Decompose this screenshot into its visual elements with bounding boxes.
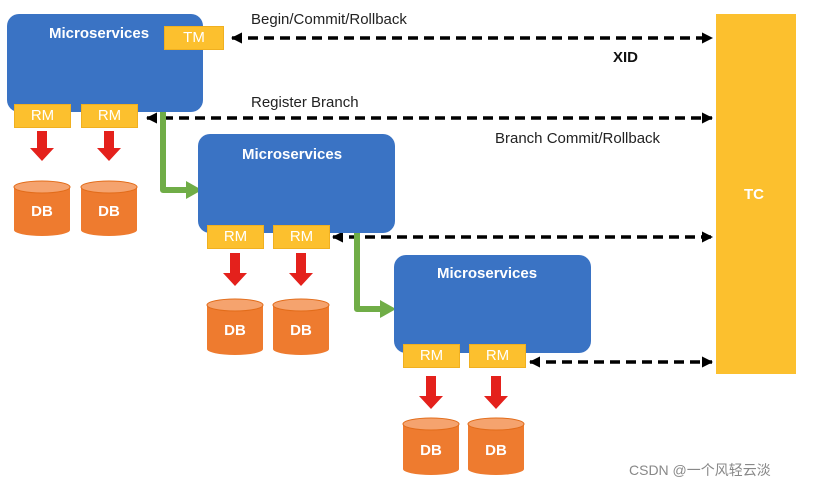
microservice-label: Microservices <box>437 265 538 282</box>
db-cylinder: DB <box>467 417 525 475</box>
db-label: DB <box>31 203 53 220</box>
red-arrow <box>419 376 443 409</box>
green-call-arrow-1 <box>160 104 188 193</box>
microservice-label: Microservices <box>242 146 343 163</box>
db-cylinder: DB <box>206 298 264 355</box>
red-arrow <box>223 253 247 286</box>
rm-box: RM <box>469 344 526 368</box>
rm-box: RM <box>14 104 71 128</box>
microservice-block-2 <box>198 134 395 233</box>
rm-box: RM <box>403 344 460 368</box>
red-arrow <box>484 376 508 409</box>
register-branch-label: Register Branch <box>251 94 359 111</box>
green-arrowhead-2 <box>380 300 396 318</box>
tc-label: TC <box>744 186 764 203</box>
tc-block <box>716 14 796 374</box>
green-call-arrow-2 <box>354 228 382 312</box>
rm-box: RM <box>273 225 330 249</box>
xid-label: XID <box>613 49 639 66</box>
red-arrow <box>289 253 313 286</box>
green-arrowhead-1 <box>186 181 202 199</box>
rm-box: RM <box>207 225 264 249</box>
red-arrow <box>97 131 121 161</box>
db-label: DB <box>224 322 246 339</box>
db-cylinder: DB <box>402 417 460 475</box>
db-label: DB <box>98 203 120 220</box>
db-label: DB <box>290 322 312 339</box>
db-cylinder: DB <box>80 180 138 236</box>
db-cylinder: DB <box>13 180 71 236</box>
db-label: DB <box>485 442 507 459</box>
begin-commit-rollback-label: Begin/Commit/Rollback <box>251 11 407 28</box>
red-arrow <box>30 131 54 161</box>
watermark: CSDN @一个风轻云淡 <box>629 462 771 478</box>
branch-commit-rollback-label: Branch Commit/Rollback <box>495 130 661 147</box>
rm-box: RM <box>81 104 138 128</box>
tm-box: TM <box>164 26 224 50</box>
microservice-label: Microservices <box>49 25 150 42</box>
microservice-block-3 <box>394 255 591 353</box>
db-label: DB <box>420 442 442 459</box>
db-cylinder: DB <box>272 298 330 355</box>
